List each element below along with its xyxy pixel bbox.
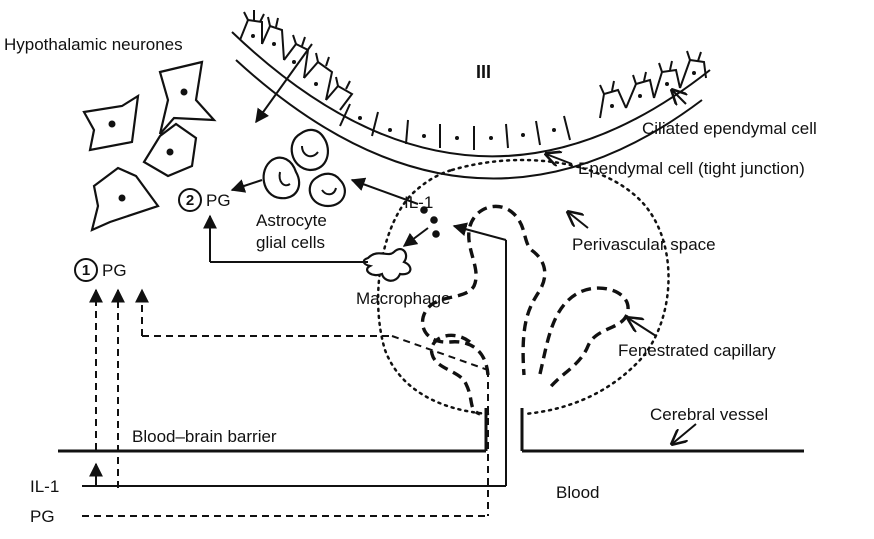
ventricle-label: III: [476, 62, 491, 82]
blood-label: Blood: [556, 483, 599, 502]
ciliated-ependymal-cell-label: Ciliated ependymal cell: [642, 119, 817, 138]
ependymal-cell-label: Ependymal cell (tight junction): [578, 159, 805, 178]
fenestrated-capillary-label: Fenestrated capillary: [618, 341, 776, 360]
astrocyte-label-line2: glial cells: [256, 233, 325, 252]
ciliated-cells-left: [240, 10, 352, 110]
blood-brain-barrier-label: Blood–brain barrier: [132, 427, 277, 446]
pg-left-label: PG: [30, 507, 55, 526]
il1-left-label: IL-1: [30, 477, 59, 496]
cerebral-vessel-label: Cerebral vessel: [650, 405, 768, 424]
pg2-label: PG: [206, 191, 231, 210]
astrocyte-label-line1: Astrocyte: [256, 211, 327, 230]
fenestrated-capillary-loop-right: [540, 288, 628, 390]
perivascular-space-label: Perivascular space: [572, 235, 716, 254]
il1-center-label: IL-1: [404, 193, 433, 212]
hypothalamic-neurones-label: Hypothalamic neurones: [4, 35, 183, 54]
pointer-fenestrated: [628, 318, 656, 336]
pointer-cerebral-vessel: [672, 424, 696, 444]
number-1: 1: [82, 262, 90, 279]
pg1-label: PG: [102, 261, 127, 280]
number-2: 2: [186, 192, 194, 209]
astrocyte-cells: [264, 130, 345, 206]
macrophage-cell: [364, 249, 411, 281]
macrophage-label: Macrophage: [356, 289, 451, 308]
pg1-pathways: [82, 290, 488, 516]
pointer-perivascular: [568, 212, 588, 228]
